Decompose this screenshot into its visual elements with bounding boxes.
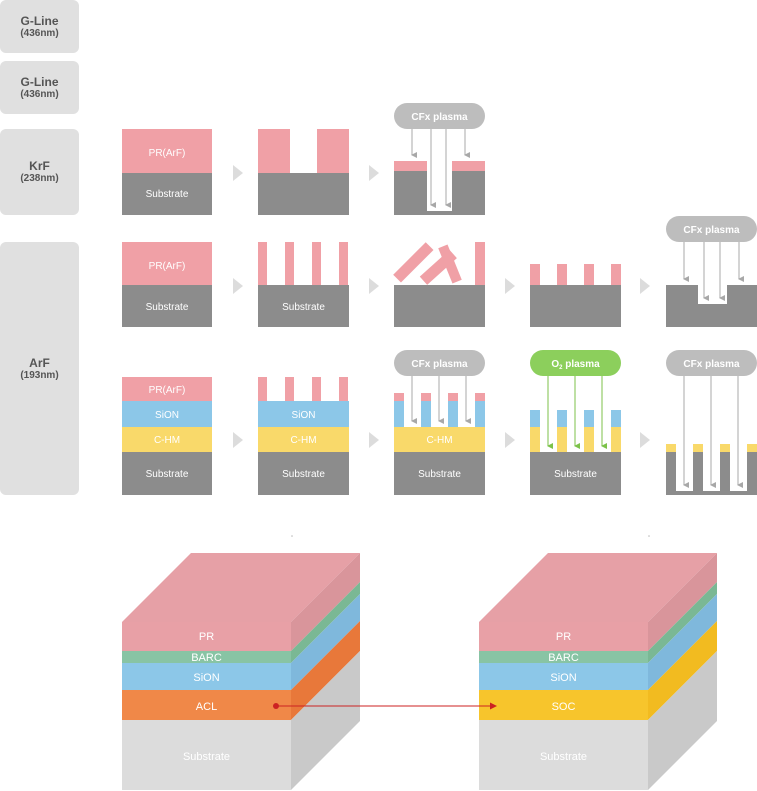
label-wavelength: (193nm) bbox=[20, 369, 59, 381]
sion-label: SiON bbox=[550, 672, 576, 684]
substrate-label: Substrate bbox=[418, 469, 461, 480]
barc-label: BARC bbox=[548, 652, 579, 664]
substrate-label: Substrate bbox=[554, 469, 597, 480]
chm-label: C-HM bbox=[290, 435, 316, 446]
chm-label: C-HM bbox=[426, 435, 452, 446]
arf1-step-1: PR(ArF) Substrate bbox=[122, 242, 212, 327]
dot-marker bbox=[291, 535, 293, 537]
substrate-label: Substrate bbox=[146, 189, 189, 200]
chm-label: C-HM bbox=[154, 435, 180, 446]
arf1-step-4 bbox=[530, 264, 621, 327]
pr-label: PR bbox=[556, 631, 571, 643]
label-arf: ArF (193nm) bbox=[0, 242, 79, 495]
arf2-step-3: CFx plasma C-HM Substrate bbox=[394, 350, 485, 495]
label-gline-1: G-Line (436nm) bbox=[0, 0, 79, 53]
step-arrow bbox=[233, 165, 243, 181]
krf-step-1: PR(ArF) Substrate bbox=[122, 129, 212, 215]
label-gline-2: G-Line (436nm) bbox=[0, 61, 79, 114]
substrate-label: Substrate bbox=[183, 751, 230, 763]
plasma-label: CFx plasma bbox=[411, 112, 468, 123]
pr-label: PR(ArF) bbox=[149, 148, 186, 159]
label-name: G-Line bbox=[20, 13, 59, 28]
step-arrow bbox=[505, 278, 515, 294]
label-wavelength: (238nm) bbox=[20, 173, 59, 184]
barc-label: BARC bbox=[191, 652, 222, 664]
substrate-label: Substrate bbox=[540, 751, 587, 763]
plasma-label: CFx plasma bbox=[411, 359, 468, 370]
label-krf: KrF (238nm) bbox=[0, 129, 79, 215]
arf2-step-1: PR(ArF) SiON C-HM Substrate bbox=[122, 377, 212, 495]
pr-label: PR bbox=[199, 631, 214, 643]
substrate-label: Substrate bbox=[282, 302, 325, 313]
plasma-label: CFx plasma bbox=[683, 359, 740, 370]
step-arrow bbox=[369, 432, 379, 448]
label-name: ArF bbox=[29, 355, 50, 370]
step-arrow bbox=[233, 278, 243, 294]
sion-label: SiON bbox=[193, 672, 219, 684]
o2-plasma-label: O2 plasma bbox=[551, 359, 600, 371]
label-wavelength: (436nm) bbox=[20, 88, 59, 100]
krf-step-3: CFx plasma bbox=[394, 103, 485, 215]
step-arrow bbox=[369, 165, 379, 181]
label-name: KrF bbox=[29, 159, 50, 173]
step-arrow bbox=[369, 278, 379, 294]
stack-right: PR BARC SiON SOC Substrate bbox=[479, 553, 717, 790]
plasma-label: CFx plasma bbox=[683, 225, 740, 236]
arf2-step-5: CFx plasma bbox=[666, 350, 757, 495]
arf2-step-4: O2 plasma Substrate bbox=[530, 350, 621, 495]
substrate-label: Substrate bbox=[146, 302, 189, 313]
label-wavelength: (436nm) bbox=[20, 27, 59, 39]
krf-step-2 bbox=[258, 129, 349, 215]
substrate-label: Substrate bbox=[146, 469, 189, 480]
step-arrow bbox=[640, 278, 650, 294]
acl-to-soc-connector bbox=[273, 702, 497, 710]
pr-label: PR(ArF) bbox=[149, 261, 186, 272]
substrate-label: Substrate bbox=[282, 469, 325, 480]
soc-label: SOC bbox=[552, 701, 576, 713]
step-arrow bbox=[640, 432, 650, 448]
arf2-step-2: SiON C-HM Substrate bbox=[258, 377, 349, 495]
step-arrow bbox=[505, 432, 515, 448]
arf1-step-5: CFx plasma bbox=[666, 216, 757, 327]
stack-left: PR BARC SiON ACL Substrate bbox=[122, 553, 360, 790]
dot-marker bbox=[648, 535, 650, 537]
arf1-step-3-collapse bbox=[393, 242, 485, 327]
pr-label: PR(ArF) bbox=[149, 385, 186, 396]
arf1-step-2: Substrate bbox=[258, 242, 349, 327]
acl-label: ACL bbox=[196, 701, 217, 713]
sion-label: SiON bbox=[292, 410, 316, 421]
sion-label: SiON bbox=[155, 410, 179, 421]
label-name: G-Line bbox=[20, 74, 59, 89]
step-arrow bbox=[233, 432, 243, 448]
